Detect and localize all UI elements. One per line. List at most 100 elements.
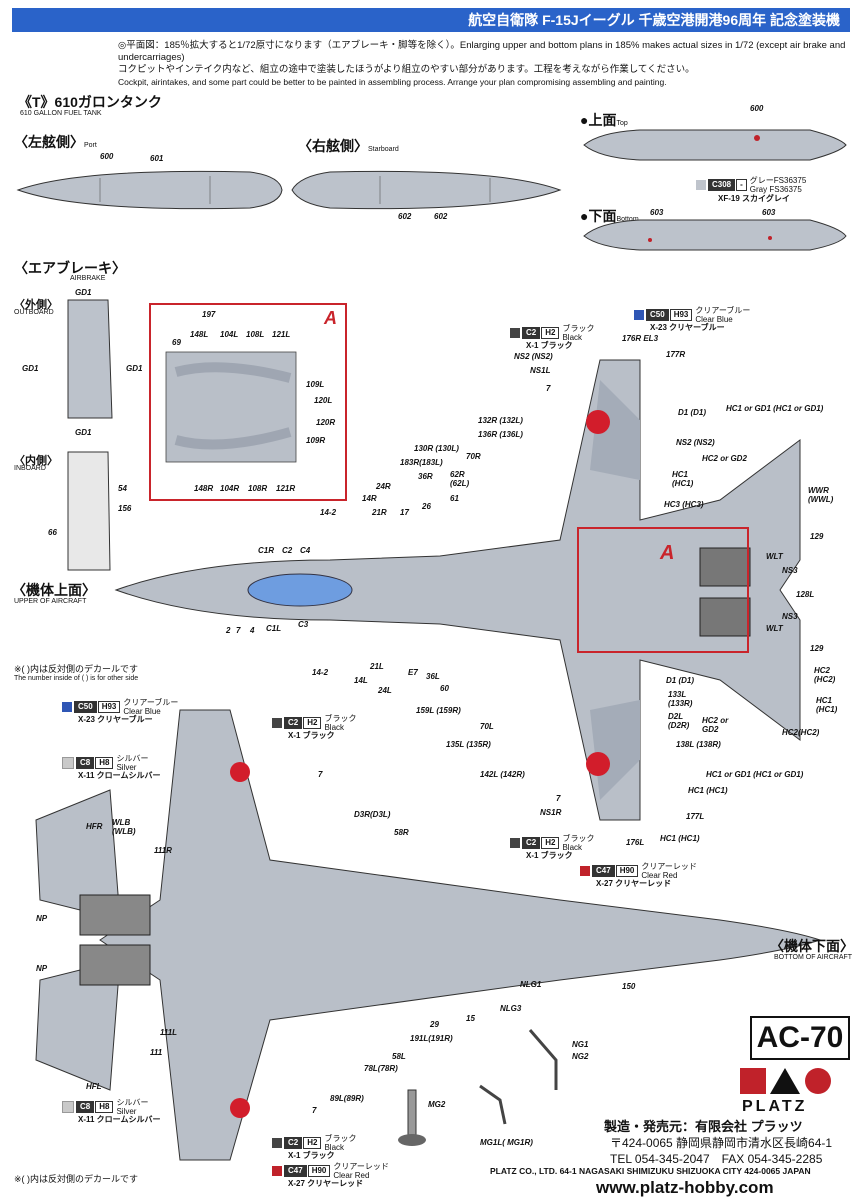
airbrake-title: 〈エアブレーキ〉 bbox=[14, 260, 126, 276]
upper-label: NS2 (NS2) bbox=[676, 438, 715, 447]
detail-label: 109R bbox=[306, 436, 326, 445]
upper-label: 128L bbox=[796, 590, 815, 599]
label-156: 156 bbox=[118, 504, 132, 513]
header-title: 航空自衛隊 F-15Jイーグル 千歳空港開港96周年 記念塗装機 bbox=[468, 12, 840, 28]
lower-label: HFR bbox=[86, 822, 103, 831]
label-54: 54 bbox=[118, 484, 127, 493]
upper-label: 14R bbox=[362, 494, 377, 503]
tank-bottom-drawing bbox=[583, 219, 847, 251]
upper-label: HC2 or GD2 bbox=[702, 454, 747, 463]
phone: TEL 054-345-2047 FAX 054-345-2285 bbox=[610, 1152, 823, 1166]
upper-label: C1R bbox=[258, 546, 275, 555]
upper-label: HC2 or GD2 bbox=[702, 716, 729, 734]
detail-label: 148L bbox=[190, 330, 209, 339]
upper-label: 70R bbox=[466, 452, 481, 461]
upper-label: 136R (136L) bbox=[478, 430, 523, 439]
detail-label: 108R bbox=[248, 484, 268, 493]
lower-label: NP bbox=[36, 964, 48, 973]
upper-label: HC2(HC2) bbox=[782, 728, 820, 737]
upper-label: D2L (D2R) bbox=[668, 712, 690, 730]
lower-label: 89L(89R) bbox=[330, 1094, 364, 1103]
paint-x: X-23 クリヤーブルー bbox=[650, 323, 725, 332]
website-link[interactable]: www.platz-hobby.com bbox=[596, 1178, 774, 1197]
upper-note-en: The number inside of ( ) is for other si… bbox=[14, 675, 139, 682]
upper-label: 70L bbox=[480, 722, 494, 731]
upper-label: HC1 or GD1 (HC1 or GD1) bbox=[726, 404, 824, 413]
detail-label: 120R bbox=[316, 418, 336, 427]
label-600-top: 600 bbox=[750, 104, 764, 113]
paint-swatch bbox=[696, 180, 706, 190]
label-603a: 603 bbox=[650, 208, 664, 217]
lower-label: MG2 bbox=[428, 1100, 446, 1109]
lower-label: MG1L( MG1R) bbox=[480, 1138, 533, 1147]
tank-starboard-title: 〈右舷側〉Starboard bbox=[298, 138, 399, 154]
upper-label: 7 bbox=[556, 794, 561, 803]
upper-label: 142L (142R) bbox=[480, 770, 525, 779]
main-gear-leg-drawing bbox=[479, 1084, 507, 1125]
airbrake-inboard: 〈内側〉 bbox=[14, 455, 58, 467]
upper-label: C4 bbox=[300, 546, 311, 555]
tank-top-drawing bbox=[583, 129, 847, 161]
note-line1: ◎平面図：185％拡大すると1/72原寸になります（エアブレーキ・脚等を除く）。… bbox=[118, 40, 846, 63]
airbrake-inboard-en: INBOARD bbox=[14, 465, 46, 472]
tank-port-drawing bbox=[16, 170, 283, 210]
tank-port-title: 〈左舷側〉Port bbox=[14, 134, 97, 150]
upper-label: 133L (133R) bbox=[668, 690, 693, 708]
product-code: AC-70 bbox=[750, 1016, 850, 1060]
upper-label: 21R bbox=[372, 508, 387, 517]
lower-label: NLG1 bbox=[520, 980, 542, 989]
airbrake-outboard-en: OUTBOARD bbox=[14, 309, 54, 316]
upper-label: 129 bbox=[810, 532, 824, 541]
detail-label: 108L bbox=[246, 330, 265, 339]
upper-label: C2 bbox=[282, 546, 293, 555]
upper-label: HC1 (HC1) bbox=[660, 834, 700, 843]
upper-label: 24R bbox=[376, 482, 391, 491]
label-66: 66 bbox=[48, 528, 57, 537]
label-gd1-left: GD1 bbox=[22, 364, 39, 373]
upper-aircraft-drawing bbox=[114, 359, 801, 821]
label-gd1-bottom: GD1 bbox=[75, 428, 92, 437]
lower-label: 191L(191R) bbox=[410, 1034, 453, 1043]
lower-label: 29 bbox=[430, 1020, 439, 1029]
paint-x: X-1 ブラック bbox=[526, 851, 573, 860]
upper-label: 14-2 bbox=[320, 508, 337, 517]
paint-x: X-27 クリヤーレッド bbox=[288, 1179, 364, 1188]
upper-label: 24L bbox=[378, 686, 392, 695]
upper-label: 7 bbox=[236, 626, 241, 635]
lower-label: HFL bbox=[86, 1082, 102, 1091]
upper-label: HC1 (HC1) bbox=[688, 786, 728, 795]
platz-logo-text: PLATZ bbox=[742, 1098, 808, 1115]
upper-label: 132R (132L) bbox=[478, 416, 523, 425]
lower-label: NP bbox=[36, 914, 48, 923]
nose-gear-drawing bbox=[528, 1029, 558, 1090]
upper-label: NS1L bbox=[530, 366, 551, 375]
label-603b: 603 bbox=[762, 208, 776, 217]
header-banner: 航空自衛隊 F-15Jイーグル 千歳空港開港96周年 記念塗装機 bbox=[12, 8, 850, 32]
lower-label: 111L bbox=[160, 1028, 178, 1037]
airbrake-outboard: 〈外側〉 bbox=[14, 299, 58, 311]
upper-label: WLT bbox=[766, 624, 783, 633]
upper-label: 183R(183L) bbox=[400, 458, 443, 467]
upper-label: 36L bbox=[426, 672, 440, 681]
label-601: 601 bbox=[150, 154, 164, 163]
lower-label: 111R bbox=[154, 846, 172, 855]
upper-en: UPPER OF AIRCRAFT bbox=[14, 598, 87, 605]
paint-x: X-1 ブラック bbox=[526, 341, 573, 350]
upper-detail-letter: A bbox=[660, 542, 675, 564]
upper-label: 62R (62L) bbox=[450, 470, 470, 488]
upper-label: C1L bbox=[266, 624, 282, 633]
detail-label: 104L bbox=[220, 330, 239, 339]
upper-label: NS3 bbox=[782, 612, 798, 621]
upper-label: 176L bbox=[626, 838, 645, 847]
paint-x: X-1 ブラック bbox=[288, 1151, 335, 1160]
lower-label: 15 bbox=[466, 1014, 475, 1023]
paint-x: X-1 ブラック bbox=[288, 731, 335, 740]
notes: ◎平面図：185％拡大すると1/72原寸になります（エアブレーキ・脚等を除く）。… bbox=[118, 40, 848, 88]
